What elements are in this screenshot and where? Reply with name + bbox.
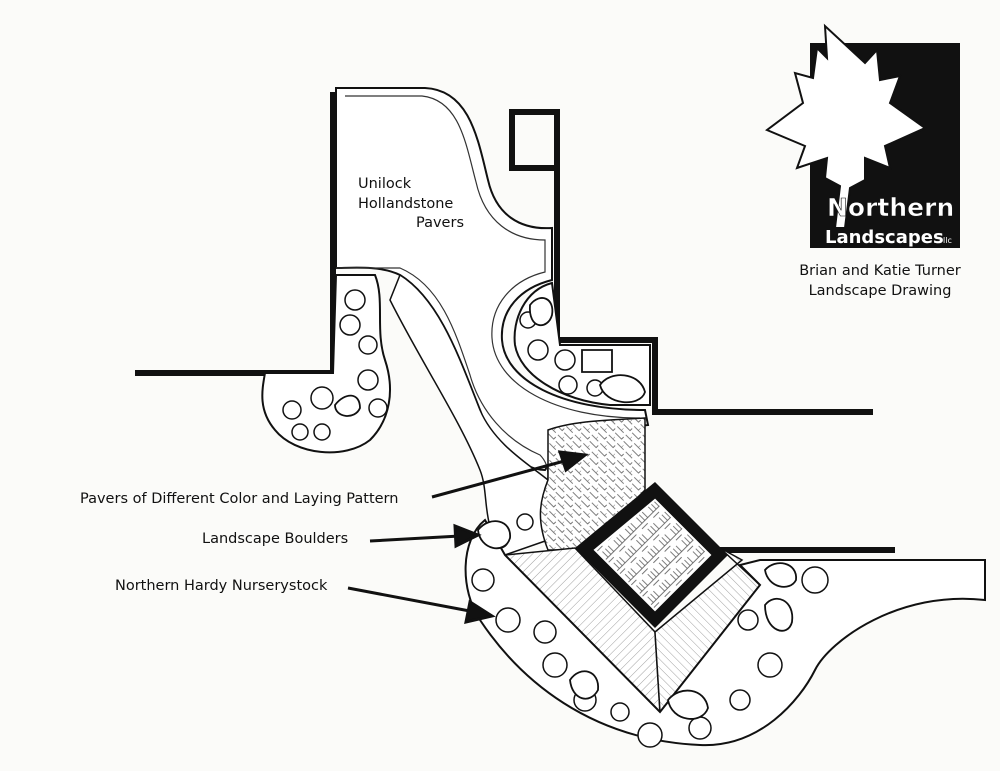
label-pavers-pattern: Pavers of Different Color and Laying Pat… (80, 491, 399, 507)
logo-line2: Landscapes (825, 227, 944, 248)
boulders (334, 297, 797, 720)
wall-east (554, 165, 873, 415)
label-landscape-boulders: Landscape Boulders (202, 531, 349, 547)
firepit-inner (593, 498, 712, 612)
caption-line: Brian and Katie Turner (799, 263, 961, 279)
maple-leaf-icon (765, 23, 927, 229)
caption-line: Landscape Drawing (808, 282, 952, 299)
logo-suffix: llc (943, 236, 952, 245)
chimney (509, 109, 560, 171)
deck-right (654, 547, 762, 715)
label-hollandstone-pavers: Unilock Hollandstone Pavers (358, 175, 464, 234)
leader-arrows (347, 450, 589, 624)
shrubs (282, 289, 829, 748)
label-nurserystock: Northern Hardy Nurserystock (115, 578, 328, 594)
drawing-caption: Brian and Katie Turner Landscape Drawing (775, 262, 985, 301)
label-line: Hollandstone (358, 195, 454, 212)
label-line: Pavers (416, 215, 464, 232)
logo-line1: Northern (827, 193, 954, 222)
northern-landscapes-logo: Northern Landscapes llc (765, 23, 960, 248)
wall-west (135, 92, 336, 376)
label-line: Unilock (358, 176, 412, 192)
patio-border (345, 95, 641, 419)
